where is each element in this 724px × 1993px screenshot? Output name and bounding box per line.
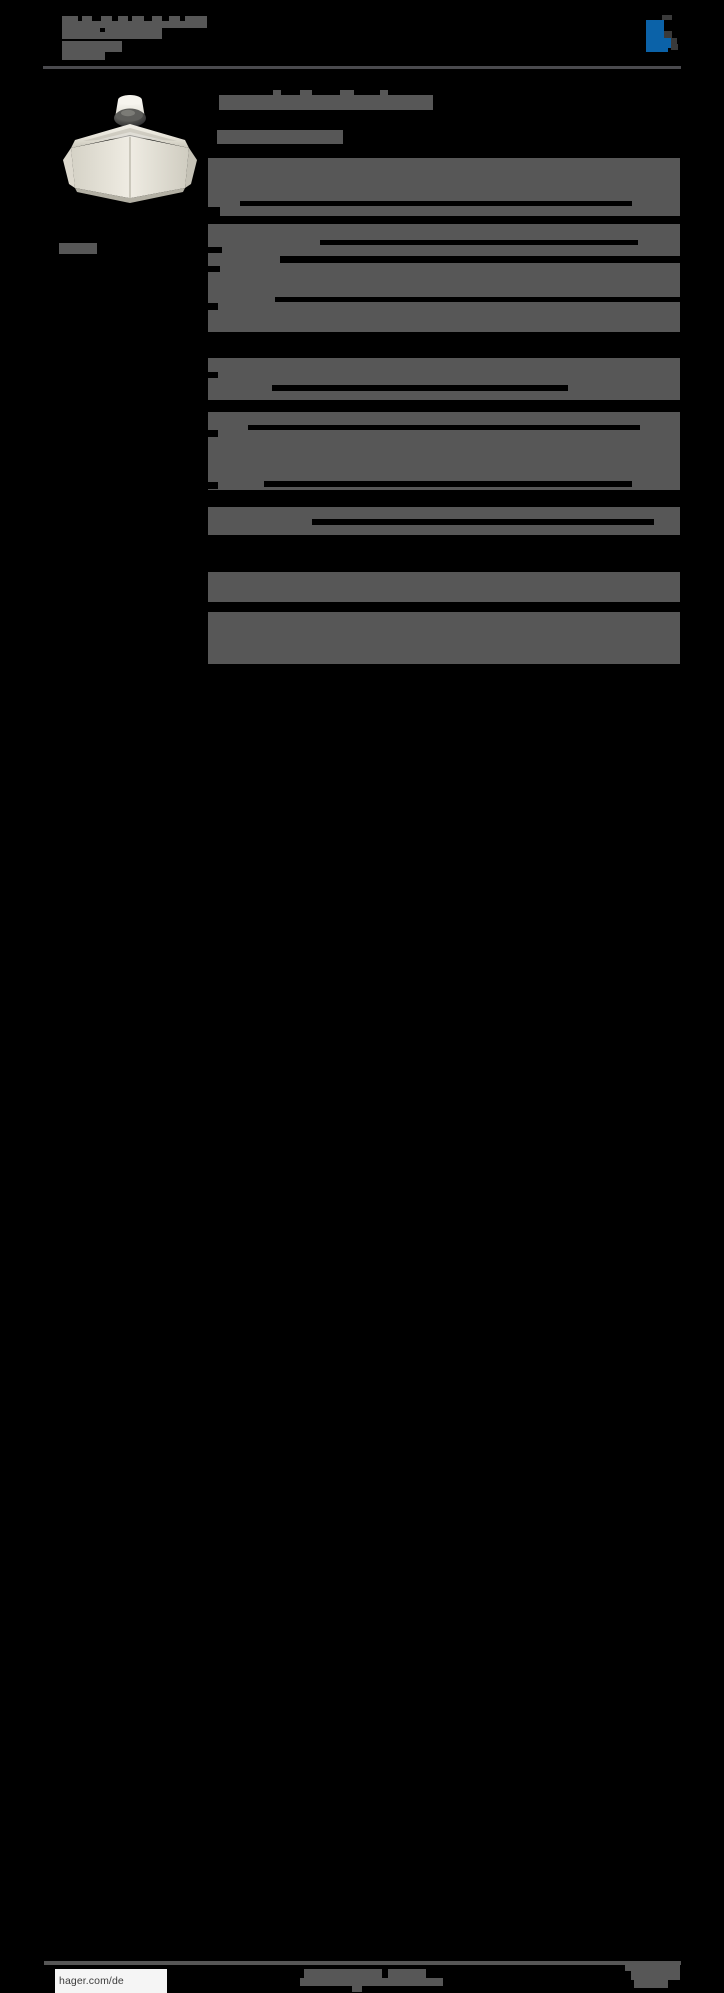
spec-row-gap: [208, 247, 222, 253]
spec-row-gap: [275, 297, 680, 302]
footer-url-text: hager.com/de: [59, 1975, 124, 1987]
spec-section-3-heading-rule: [248, 358, 680, 363]
spec-row-gap: [272, 385, 568, 391]
document-header: [0, 0, 724, 75]
footer-center-text-4: [352, 1986, 362, 1992]
header-glyph-gap: [92, 16, 101, 21]
header-divider: [43, 66, 681, 69]
spec-section-1-heading: [208, 158, 220, 168]
header-glyph-gap: [144, 16, 152, 21]
spec-section-2-heading-rule: [238, 224, 680, 232]
spec-row-gap: [264, 481, 632, 487]
header-glyph-gap: [78, 16, 82, 21]
spec-row-gap: [248, 425, 640, 430]
spec-row-gap: [312, 519, 654, 525]
spec-section-5-heading: [208, 507, 218, 514]
title-ascender: [273, 90, 281, 98]
hager-logo: [643, 14, 685, 54]
spec-section-6-heading: [208, 572, 216, 579]
footer-url[interactable]: hager.com/de: [55, 1969, 167, 1993]
header-glyph-gap: [112, 16, 118, 21]
header-title-line-2: [62, 28, 162, 39]
spec-row-gap: [280, 256, 680, 263]
spec-section-2-heading: [208, 224, 218, 232]
footer-divider: [44, 1961, 681, 1965]
header-title-line-3: [62, 41, 122, 52]
document-footer: hager.com/de: [0, 978, 724, 1993]
footer-center-text-3: [300, 1978, 443, 1986]
header-title-line-4: [62, 52, 105, 60]
title-ascender: [300, 90, 312, 98]
footer-page-number-3: [634, 1980, 668, 1988]
header-glyph-gap: [162, 16, 169, 21]
spec-section-1-heading-rule: [288, 158, 680, 164]
title-ascender: [340, 90, 354, 98]
main-content: [208, 90, 680, 664]
spec-row-gap: [208, 372, 218, 378]
spec-row-gap: [208, 482, 218, 489]
spec-row-gap: [208, 266, 220, 272]
footer-center-text-2: [388, 1969, 426, 1978]
header-glyph-gap: [180, 16, 185, 21]
spec-section-3-heading: [208, 358, 216, 364]
spec-section-7-heading-rule: [286, 612, 680, 619]
page-title: [219, 95, 433, 110]
footer-page-number: [625, 1963, 680, 1971]
spec-section-1: [208, 158, 680, 216]
spec-section-3: [208, 358, 680, 400]
spec-row-gap: [208, 303, 218, 310]
spec-row-gap: [240, 201, 632, 206]
product-image: [55, 88, 205, 210]
spec-section-7-heading: [208, 612, 216, 619]
side-label: [59, 243, 97, 254]
spec-section-6-heading-rule: [280, 572, 680, 579]
footer-page-number-2: [631, 1971, 680, 1980]
spec-section-4-heading: [208, 412, 218, 420]
title-ascender: [380, 90, 388, 98]
spec-row-gap: [320, 240, 638, 245]
header-glyph-gap: [100, 28, 105, 32]
spec-section-4-heading-rule: [266, 412, 680, 420]
page-subtitle: [217, 130, 343, 144]
spec-section-4: [208, 412, 680, 490]
spec-row-gap: [208, 207, 220, 216]
footer-center-text: [304, 1969, 382, 1978]
spec-row-gap: [208, 430, 218, 437]
header-glyph-gap: [128, 16, 132, 21]
spec-section-7: [208, 612, 680, 664]
spec-section-5-heading-rule: [265, 507, 680, 514]
